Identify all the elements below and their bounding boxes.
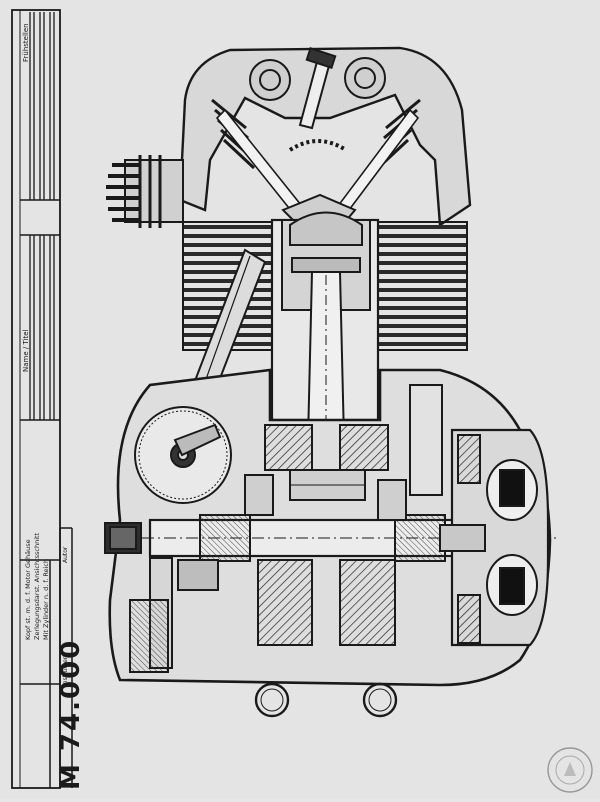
flywheel-lower-right: [339, 559, 396, 646]
main-bearing-left: [199, 514, 251, 562]
cylinder-fins-right: [374, 221, 468, 351]
engine-assembly: [104, 46, 560, 718]
drawing-number: M 74.000: [56, 638, 86, 790]
flywheel-upper-left: [264, 424, 313, 471]
title-block-label-name: Name / Titel: [22, 329, 30, 372]
flywheel-lower-left: [257, 559, 313, 646]
ruled-lines-middle: [20, 234, 60, 421]
main-bearing-right: [394, 514, 446, 562]
title-block: [11, 9, 73, 789]
ruled-lines-upper: [20, 12, 60, 201]
flywheel-upper-right: [339, 424, 389, 471]
piston-pin: [291, 257, 361, 273]
intake-port-fins: [106, 155, 184, 228]
title-panel-lower: [20, 527, 73, 788]
rocker-bearing-right: [344, 57, 386, 99]
crankcase-rib: [409, 384, 443, 496]
title-block-description-line: Kopf st. m. d. f. Motor Gehäuse: [24, 539, 32, 640]
gear-segment: [288, 139, 348, 152]
rocker-bearing-left: [249, 59, 291, 101]
title-block-label-firm: Frühstellen: [22, 23, 30, 62]
watermark-logo: [547, 747, 593, 793]
title-block-description-line: Mit Zylinder n. d. f. Reich: [42, 558, 50, 640]
title-block-label-author: Autor: [62, 546, 69, 563]
cylinder-head: [178, 46, 472, 228]
title-block-description-line: Zerlegungsdarst. Ansichtsschnitt: [33, 532, 41, 640]
mounting-lug-right: [362, 682, 398, 718]
mounting-lug-left: [254, 682, 290, 718]
